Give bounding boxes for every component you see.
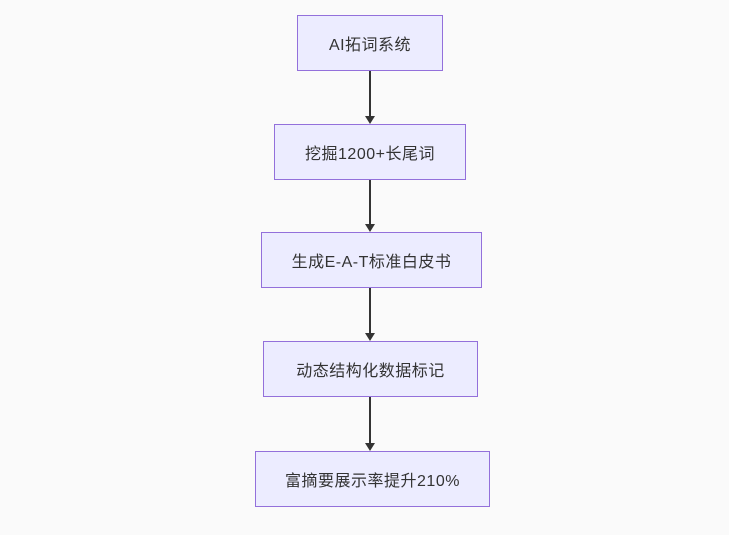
arrow-head-icon (365, 116, 375, 124)
arrow-head-icon (365, 224, 375, 232)
arrow-head-icon (365, 443, 375, 451)
flowchart-node-ai-keyword-system: AI拓词系统 (297, 15, 443, 71)
flowchart-arrow-3 (364, 288, 376, 341)
node-label: 挖掘1200+长尾词 (305, 146, 435, 163)
arrow-head-icon (365, 333, 375, 341)
flowchart-node-longtail-mining: 挖掘1200+长尾词 (274, 124, 466, 180)
arrow-line (369, 71, 371, 117)
arrow-line (369, 180, 371, 225)
arrow-line (369, 288, 371, 334)
flowchart-node-eat-whitepaper: 生成E-A-T标准白皮书 (261, 232, 482, 288)
flowchart-node-structured-data-markup: 动态结构化数据标记 (263, 341, 478, 397)
flowchart-arrow-2 (364, 180, 376, 232)
node-label: 动态结构化数据标记 (296, 363, 445, 380)
node-label: 富摘要展示率提升210% (285, 473, 460, 490)
flowchart-arrow-1 (364, 71, 376, 124)
flowchart-arrow-4 (364, 397, 376, 451)
flowchart-node-rich-snippet-rate: 富摘要展示率提升210% (255, 451, 490, 507)
node-label: 生成E-A-T标准白皮书 (291, 254, 452, 271)
node-label: AI拓词系统 (328, 37, 412, 54)
arrow-line (369, 397, 371, 444)
